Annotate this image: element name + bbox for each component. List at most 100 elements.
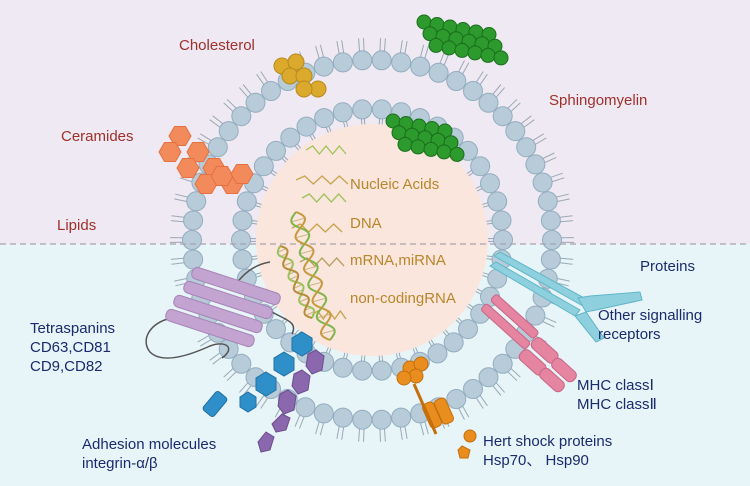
label-adhesion-molecules: Adhesion molecules (82, 436, 217, 453)
label-lipids: Lipids (57, 217, 97, 234)
lipid-head (186, 191, 207, 212)
dna-rung (295, 233, 310, 239)
lipid-tail (555, 198, 570, 203)
ceramide-hexagon (176, 158, 200, 178)
lipid-tail (179, 177, 194, 183)
lipid-tail (522, 119, 535, 129)
lipid-tail (315, 420, 320, 435)
label-ceramides: Ceramides (61, 128, 134, 145)
lipid-head (218, 121, 239, 142)
dna-rung (283, 261, 293, 267)
lipid-tail (399, 40, 403, 55)
label-sphingomyelin: Sphingomyelin (549, 92, 648, 109)
sphingomyelin-bead (441, 40, 457, 56)
lipid-head (182, 230, 202, 250)
lipid-head (295, 397, 316, 418)
lipid-head (470, 156, 491, 177)
label-dna: DNA (350, 215, 382, 232)
lipid-tail (256, 394, 266, 407)
lipid-tail (242, 84, 253, 96)
rna-strand (305, 144, 347, 156)
label-cholesterol: Cholesterol (179, 37, 255, 54)
sphingomyelin-bead (454, 42, 470, 58)
label-mhc-class-1: MHC classⅠ (577, 377, 654, 394)
lipid-tail (358, 38, 361, 53)
lipid-tail (404, 41, 408, 55)
lipid-tail (531, 133, 545, 142)
sphingomyelin-bead (423, 141, 439, 157)
lipid-tail (509, 102, 521, 113)
lipid-tail (319, 421, 325, 436)
lipid-tail (461, 62, 470, 76)
label-cd9-cd82: CD9,CD82 (30, 358, 103, 375)
lipid-head (371, 360, 392, 381)
lipid-tail (519, 115, 532, 125)
tetraspanin-protein (145, 261, 295, 359)
lipid-head (314, 108, 335, 129)
lipid-tail (175, 193, 190, 198)
lipid-head (428, 62, 449, 83)
lipid-head (332, 102, 353, 123)
lipid-tail (506, 370, 518, 382)
lipid-head (183, 210, 204, 231)
lipid-head (446, 71, 467, 91)
label-other-signalling: Other signalling (598, 307, 703, 324)
lipid-head (371, 99, 392, 120)
lipid-head (231, 230, 251, 250)
lipid-tail (533, 137, 547, 146)
lipid-head (391, 52, 412, 73)
label-mrna-mirna: mRNA,miRNA (350, 252, 446, 269)
lipid-tail (197, 334, 211, 343)
lipid-tail (226, 98, 238, 110)
lipid-head (492, 353, 513, 374)
rna-strand (291, 223, 343, 233)
lipid-tail (358, 427, 361, 442)
lipid-tail (223, 367, 235, 378)
lipid-tail (457, 406, 465, 420)
lipid-head (505, 121, 526, 142)
lipid-tail (336, 425, 340, 439)
lipid-tail (174, 277, 189, 282)
lipid-tail (475, 71, 484, 84)
lipid-tail (543, 156, 557, 164)
lipid-head (352, 409, 373, 430)
dna-rung (299, 297, 309, 303)
lipid-tail (363, 38, 365, 53)
mhc-protein (481, 294, 577, 393)
lipid-head (231, 353, 252, 374)
lipid-tail (199, 338, 213, 347)
lipid-head (253, 156, 274, 177)
lipid-tail (199, 133, 213, 142)
lipid-head (332, 407, 353, 428)
lipid-head (540, 249, 561, 270)
lipid-head (183, 249, 204, 270)
lipid-tail (404, 425, 408, 439)
lipid-tail (294, 413, 301, 427)
lipid-head (245, 92, 266, 113)
lipid-tail (256, 73, 266, 86)
lipid-tail (509, 367, 521, 378)
lipid-tail (174, 198, 189, 203)
lipid-tail (555, 277, 570, 282)
lipid-head (463, 81, 483, 101)
sphingomyelin-bead (428, 37, 444, 53)
lipid-tail (239, 381, 249, 393)
sphingomyelin-bead (436, 144, 452, 160)
lipid-tail (559, 220, 574, 223)
lipid-tail (475, 396, 484, 409)
lipid-tail (171, 215, 186, 218)
sphingomyelin-bead (449, 146, 465, 162)
lipid-head (236, 191, 257, 212)
dna-rung (312, 297, 327, 303)
lipid-head (352, 50, 373, 71)
ceramide-hexagon (210, 166, 234, 186)
lipid-tail (424, 45, 429, 60)
lipid-head (231, 106, 252, 127)
sphingomyelin-bead (467, 45, 483, 61)
lipid-head (525, 305, 546, 326)
lipid-tail (363, 427, 365, 442)
dna-rung (305, 311, 315, 316)
lipid-tail (239, 87, 249, 99)
